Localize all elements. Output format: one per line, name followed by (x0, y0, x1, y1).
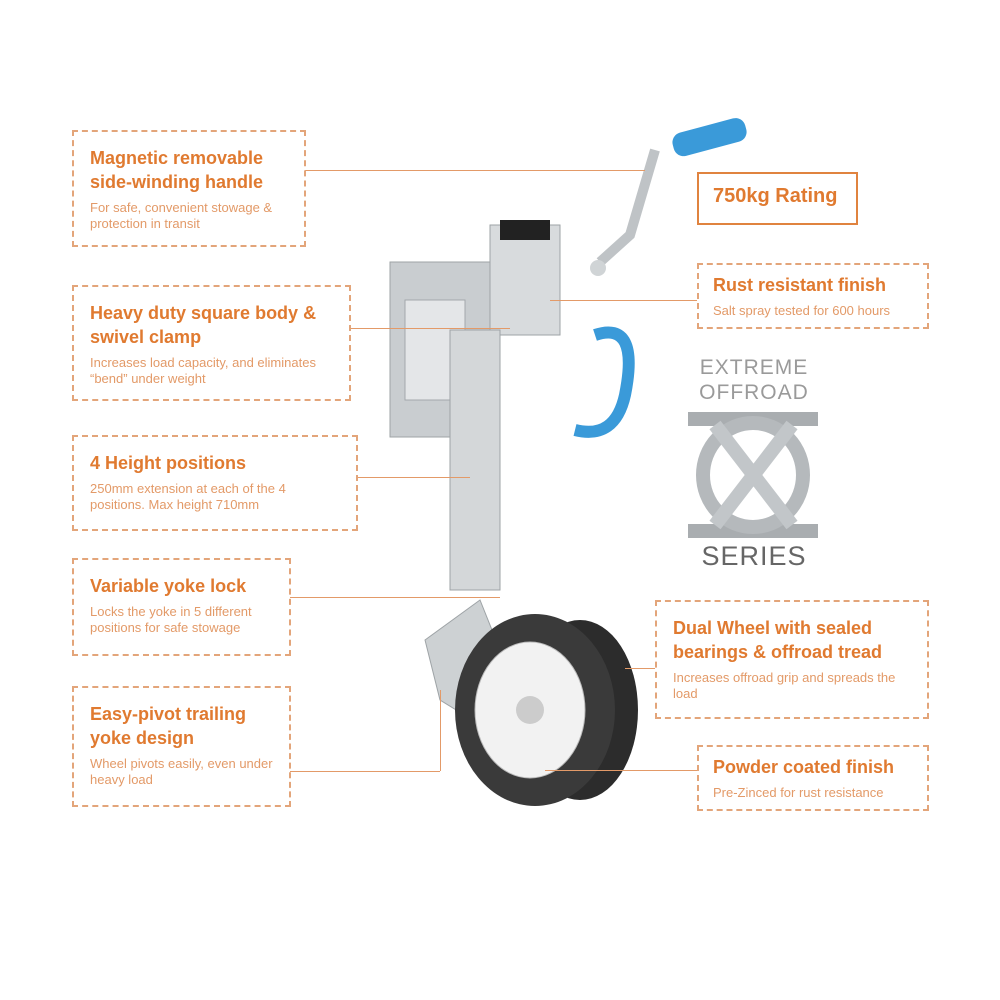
connector-line (357, 477, 470, 478)
callout-body: 250mm extension at each of the 4 positio… (90, 481, 286, 512)
callout-height: 4 Height positions 250mm extension at ea… (72, 435, 358, 531)
callout-body: Wheel pivots easily, even under heavy lo… (90, 756, 273, 787)
logo-line-2: OFFROAD (699, 381, 809, 404)
callout-powder: Powder coated finish Pre-Zinced for rust… (697, 745, 929, 811)
connector-line (350, 328, 510, 329)
callout-title: Rust resistant finish (713, 275, 887, 295)
callout-body: Pre-Zinced for rust resistance (713, 785, 884, 800)
callout-yoke-lock: Variable yoke lock Locks the yoke in 5 d… (72, 558, 291, 656)
callout-dual-wheel: Dual Wheel with sealed bearings & offroa… (655, 600, 929, 719)
connector-line (290, 771, 440, 772)
callout-title: 4 Height positions (90, 453, 247, 473)
connector-line (545, 770, 697, 771)
connector-line (290, 597, 500, 598)
rating-text: 750kg Rating (713, 185, 838, 207)
callout-title: Heavy duty square body & swivel clamp (90, 303, 317, 347)
dual-wheel (455, 614, 638, 806)
callout-title: Easy-pivot trailing yoke design (90, 704, 247, 748)
connector-line (625, 668, 655, 669)
callout-rust: Rust resistant finish Salt spray tested … (697, 263, 929, 329)
callout-pivot-yoke: Easy-pivot trailing yoke design Wheel pi… (72, 686, 291, 807)
callout-body: For safe, convenient stowage & protectio… (90, 200, 273, 231)
callout-body: Increases offroad grip and spreads the l… (673, 670, 896, 701)
connector-line (305, 170, 645, 171)
connector-line (550, 300, 697, 301)
inner-tube (449, 329, 501, 591)
callout-title: Powder coated finish (713, 757, 895, 777)
callout-body: Locks the yoke in 5 different positions … (90, 604, 252, 635)
logo-line-1: EXTREME (699, 356, 809, 379)
crank-handle (590, 118, 747, 276)
callout-handle: Magnetic removable side-winding handle F… (72, 130, 306, 247)
connector-line (440, 690, 441, 771)
callout-body-clamp: Heavy duty square body & swivel clamp In… (72, 285, 351, 401)
callout-title: Variable yoke lock (90, 576, 247, 596)
logo-line-3: SERIES (701, 541, 807, 571)
clamp-handle (573, 326, 635, 438)
rating-badge: 750kg Rating (697, 172, 858, 225)
callout-title: Magnetic removable side-winding handle (90, 148, 264, 192)
callout-body: Increases load capacity, and eliminates … (90, 355, 316, 386)
square-body (489, 224, 561, 336)
callout-title: Dual Wheel with sealed bearings & offroa… (673, 618, 883, 662)
callout-body: Salt spray tested for 600 hours (713, 303, 891, 318)
